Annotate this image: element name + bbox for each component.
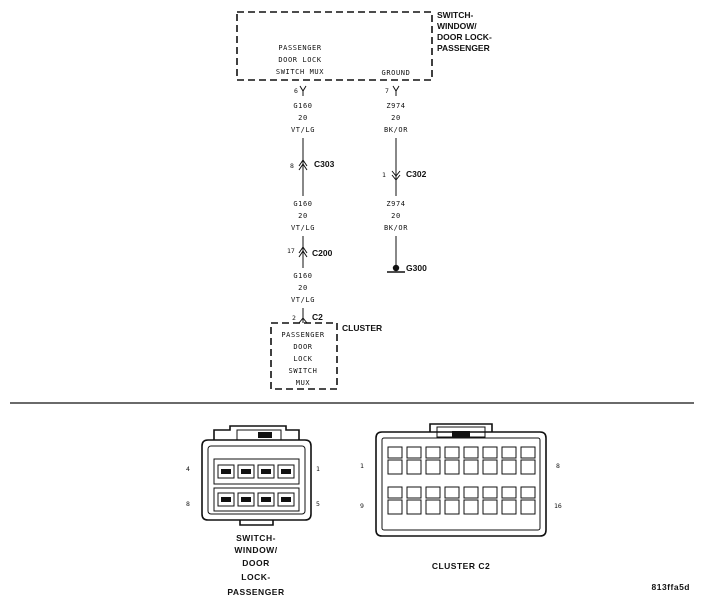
c2-cavity-lower xyxy=(425,499,441,515)
c2-cavity-upper xyxy=(463,486,479,499)
switch-connector-view: 4 1 8 5 SWITCH- WINDOW/ DOOR LOCK- PASSE… xyxy=(186,425,320,597)
c2-cavity-upper xyxy=(425,486,441,499)
wire-label-gauge: 20 xyxy=(391,212,401,220)
c2-cavity-lower xyxy=(387,459,403,475)
c2-cavity-upper xyxy=(463,446,479,459)
connector-c303-label: C303 xyxy=(314,159,335,169)
c2-cavity-lower xyxy=(406,459,422,475)
switch-title-line-2: WINDOW/ xyxy=(437,21,477,31)
cluster-title: CLUSTER xyxy=(342,323,382,333)
connector-c2-pin: 2 xyxy=(292,314,296,322)
c2-cavity-upper xyxy=(520,486,536,499)
switch-terminal-label-1: PASSENGER xyxy=(278,44,322,52)
wire-label-gauge: 20 xyxy=(298,114,308,122)
switch-cavity-row-bottom xyxy=(217,492,295,507)
c2-cavity-lower xyxy=(387,499,403,515)
cluster-pin-label-9: 9 xyxy=(360,502,364,510)
wire-label-circuit: G160 xyxy=(293,200,312,208)
connector-c200-label: C200 xyxy=(312,248,333,258)
c2-cavity-upper xyxy=(444,486,460,499)
c2-cavity-upper xyxy=(444,446,460,459)
cluster-terminal-label-5: MUX xyxy=(296,379,311,387)
cluster-pin-label-16: 16 xyxy=(554,502,562,510)
switch-cavity-row-top xyxy=(217,464,295,479)
wire-label-color: BK/OR xyxy=(384,126,408,134)
cluster-pin-label-1: 1 xyxy=(360,462,364,470)
switch-caption-line-4: LOCK- xyxy=(241,572,270,582)
ground-symbol xyxy=(392,264,400,272)
c2-cavity-upper xyxy=(482,446,498,459)
wire-label-color: VT/LG xyxy=(291,224,315,232)
connector-c303-pin: 8 xyxy=(290,162,294,170)
connector-c302-label: C302 xyxy=(406,169,427,179)
c2-cavity-lower xyxy=(520,459,536,475)
cluster-pin-label-8: 8 xyxy=(556,462,560,470)
switch-pin-7: 7 xyxy=(385,87,389,95)
switch-title-line-4: PASSENGER xyxy=(437,43,490,53)
cluster-box: CLUSTER PASSENGER DOOR LOCK SWITCH MUX xyxy=(270,322,382,390)
wire-label-circuit: G160 xyxy=(293,102,312,110)
c2-cavity-lower xyxy=(501,499,517,515)
wire-label-gauge: 20 xyxy=(298,284,308,292)
wire-label-color: VT/LG xyxy=(291,126,315,134)
c2-cavity-lower xyxy=(463,499,479,515)
switch-pin-label-4: 4 xyxy=(186,465,190,473)
switch-caption-line-2: WINDOW/ xyxy=(234,545,277,555)
switch-caption-line-1: SWITCH- xyxy=(236,533,276,543)
c2-cavity-upper xyxy=(387,486,403,499)
switch-title-line-3: DOOR LOCK- xyxy=(437,32,492,42)
connector-c200-pin: 17 xyxy=(287,247,295,255)
c2-cavity-lower xyxy=(520,499,536,515)
c2-cavity-lower xyxy=(444,459,460,475)
c2-cavity-upper xyxy=(520,446,536,459)
c2-cavity-lower xyxy=(463,459,479,475)
wire-label-circuit: Z974 xyxy=(386,102,405,110)
c2-cavity-upper xyxy=(425,446,441,459)
switch-window-door-lock-box: SWITCH- WINDOW/ DOOR LOCK- PASSENGER PAS… xyxy=(236,10,492,81)
switch-caption-line-5: PASSENGER xyxy=(227,587,284,597)
cluster-terminal-label-2: DOOR xyxy=(293,343,312,351)
switch-pin-label-1: 1 xyxy=(316,465,320,473)
ground-g300-label: G300 xyxy=(406,263,427,273)
wire-g160: 6 G160 20 VT/LG 8 C303 G160 20 VT/LG 17 … xyxy=(287,85,335,324)
wire-label-circuit: Z974 xyxy=(386,200,405,208)
c2-cavity-upper xyxy=(387,446,403,459)
switch-caption-line-3: DOOR xyxy=(242,558,270,568)
c2-cavity-upper xyxy=(406,446,422,459)
switch-terminal-label-3: SWITCH MUX xyxy=(276,68,324,76)
wire-z974: 7 Z974 20 BK/OR 1 C302 Z974 20 BK/OR G30… xyxy=(382,85,427,273)
cluster-c2-connector-view: 1 8 9 16 CLUSTER C2 xyxy=(360,423,562,571)
wire-label-gauge: 20 xyxy=(391,114,401,122)
cluster-terminal-label-4: SWITCH xyxy=(289,367,318,375)
c2-cavity-lower xyxy=(444,499,460,515)
c2-cavity-upper xyxy=(501,486,517,499)
switch-pin-label-8: 8 xyxy=(186,500,190,508)
c2-cavity-upper xyxy=(406,486,422,499)
wire-label-color: BK/OR xyxy=(384,224,408,232)
c2-cavity-lower xyxy=(406,499,422,515)
wire-label-gauge: 20 xyxy=(298,212,308,220)
c2-cavity-upper xyxy=(501,446,517,459)
c2-cavity-lower xyxy=(425,459,441,475)
wire-label-color: VT/LG xyxy=(291,296,315,304)
cluster-c2-cavities xyxy=(387,446,536,515)
connector-c2-label: C2 xyxy=(312,312,323,322)
cluster-terminal-label-3: LOCK xyxy=(293,355,312,363)
connector-c302-pin: 1 xyxy=(382,171,386,179)
switch-pin-6: 6 xyxy=(294,87,298,95)
wire-label-circuit: G160 xyxy=(293,272,312,280)
c2-cavity-lower xyxy=(482,499,498,515)
cluster-terminal-label-1: PASSENGER xyxy=(281,331,325,339)
switch-terminal-label-2: DOOR LOCK xyxy=(278,56,322,64)
switch-title-line-1: SWITCH- xyxy=(437,10,474,20)
switch-pin-label-5: 5 xyxy=(316,500,320,508)
switch-ground-label: GROUND xyxy=(382,69,411,77)
cluster-c2-caption: CLUSTER C2 xyxy=(432,561,490,571)
c2-cavity-lower xyxy=(482,459,498,475)
figure-id: 813ffa5d xyxy=(652,582,691,592)
c2-cavity-lower xyxy=(501,459,517,475)
c2-cavity-upper xyxy=(482,486,498,499)
